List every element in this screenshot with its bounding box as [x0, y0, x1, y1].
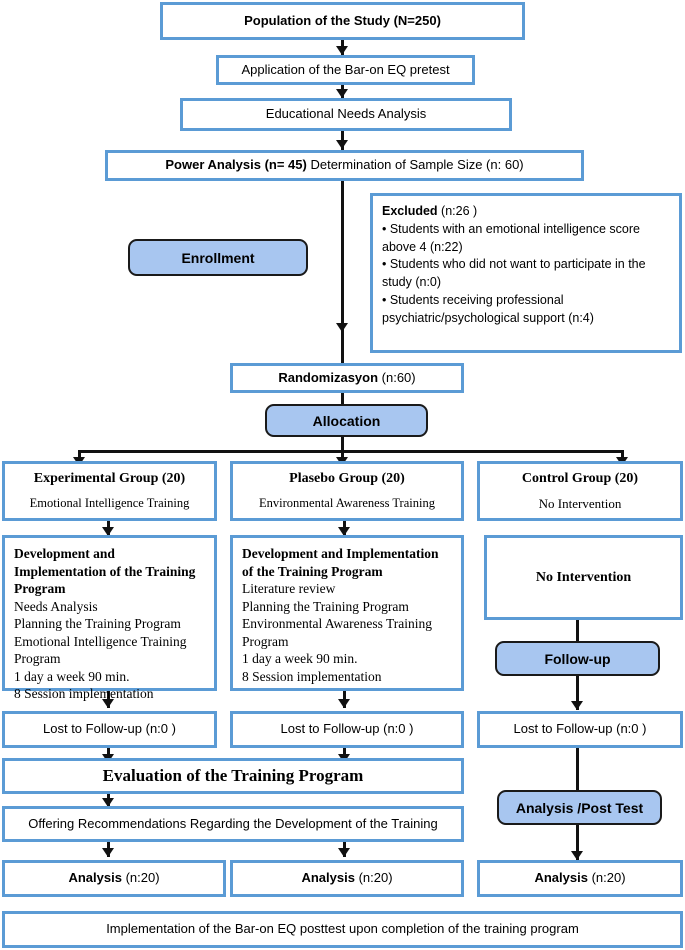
needs-analysis-label: Educational Needs Analysis: [265, 106, 427, 122]
group-placebo-title: Plasebo Group (20): [289, 470, 405, 486]
connector-lost3-to-posttest: [576, 748, 579, 790]
enrollment-label: Enrollment: [181, 249, 255, 266]
arrowhead-group1-to-program1: [102, 527, 114, 536]
box-power-analysis[interactable]: Power Analysis (n= 45) Determination of …: [105, 150, 584, 181]
group-control-subtitle: No Intervention: [538, 496, 622, 512]
program-experimental-content: Development and Implementation of the Tr…: [14, 545, 205, 703]
pill-analysis-posttest[interactable]: Analysis /Post Test: [497, 790, 662, 825]
no-intervention-label: No Intervention: [535, 569, 632, 585]
arrowhead-population-to-pretest: [336, 46, 348, 55]
program-placebo-line-3: Environmental Awareness Training Program: [242, 616, 432, 649]
analysis-posttest-label: Analysis /Post Test: [515, 799, 644, 816]
box-lost-followup-1[interactable]: Lost to Follow-up (n:0 ): [2, 711, 217, 748]
group-control-title: Control Group (20): [521, 470, 639, 486]
program-experimental-line-3: Emotional Intelligence Training Program: [14, 633, 187, 667]
group-experimental-title: Experimental Group (20): [33, 470, 186, 486]
pretest-label: Application of the Bar-on EQ pretest: [241, 61, 450, 77]
program-placebo-heading: Development and Implementation of the Tr…: [242, 546, 439, 579]
connector-allocation-down: [341, 437, 344, 451]
excluded-item-2: • Students who did not want to participa…: [382, 257, 646, 289]
evaluation-label: Evaluation of the Training Program: [102, 766, 364, 786]
arrowhead-program2-to-lost2: [338, 699, 350, 708]
pill-followup[interactable]: Follow-up: [495, 641, 660, 676]
program-experimental-line-4: 1 day a week 90 min.: [14, 668, 130, 684]
arrowhead-recommendations-to-analysis1: [102, 848, 114, 857]
arrowhead-posttest-to-analysis3: [571, 851, 583, 860]
arrowhead-power-to-randomization: [336, 323, 348, 332]
arrowhead-nointervention-to-lost3: [571, 701, 583, 710]
box-pretest[interactable]: Application of the Bar-on EQ pretest: [216, 55, 475, 85]
box-posttest-footer[interactable]: Implementation of the Bar-on EQ posttest…: [2, 911, 683, 948]
box-analysis-2[interactable]: Analysis (n:20): [230, 860, 464, 897]
population-label: Population of the Study (N=250): [244, 12, 441, 28]
excluded-content: Excluded (n:26 ) • Students with an emot…: [382, 203, 670, 327]
arrowhead-group2-to-program2: [338, 527, 350, 536]
group-placebo-subtitle: Environmental Awareness Training: [259, 496, 435, 511]
box-randomization[interactable]: Randomizasyon (n:60): [230, 363, 464, 393]
recommendations-label: Offering Recommendations Regarding the D…: [28, 815, 438, 831]
arrowhead-needs-to-power: [336, 140, 348, 149]
program-experimental-line-5: 8 Session implementation: [14, 686, 154, 702]
box-analysis-1[interactable]: Analysis (n:20): [2, 860, 226, 897]
posttest-footer-label: Implementation of the Bar-on EQ posttest…: [106, 921, 579, 937]
pill-enrollment[interactable]: Enrollment: [128, 239, 308, 276]
followup-label: Follow-up: [544, 650, 611, 667]
power-analysis-label: Power Analysis (n= 45) Determination of …: [165, 157, 524, 173]
program-placebo-line-1: Literature review: [242, 581, 336, 597]
arrowhead-evaluation-to-recommendations: [102, 798, 114, 807]
box-needs-analysis[interactable]: Educational Needs Analysis: [180, 98, 512, 131]
lost-followup-3-label: Lost to Follow-up (n:0 ): [513, 721, 647, 737]
analysis-2-label: Analysis (n:20): [301, 870, 393, 886]
box-group-control[interactable]: Control Group (20) No Intervention: [477, 461, 683, 521]
box-lost-followup-2[interactable]: Lost to Follow-up (n:0 ): [230, 711, 464, 748]
program-placebo-line-5: 8 Session implementation: [242, 668, 382, 684]
box-group-experimental[interactable]: Experimental Group (20) Emotional Intell…: [2, 461, 217, 521]
allocation-label: Allocation: [312, 412, 381, 429]
program-experimental-line-1: Needs Analysis: [14, 598, 98, 614]
box-evaluation[interactable]: Evaluation of the Training Program: [2, 758, 464, 794]
analysis-3-label: Analysis (n:20): [534, 870, 626, 886]
program-placebo-line-4: 1 day a week 90 min.: [242, 651, 358, 667]
box-group-placebo[interactable]: Plasebo Group (20) Environmental Awarene…: [230, 461, 464, 521]
excluded-heading: Excluded (n:26 ): [382, 204, 478, 218]
excluded-item-1: • Students with an emotional intelligenc…: [382, 221, 640, 254]
lost-followup-2-label: Lost to Follow-up (n:0 ): [280, 721, 414, 737]
box-recommendations[interactable]: Offering Recommendations Regarding the D…: [2, 806, 464, 842]
box-analysis-3[interactable]: Analysis (n:20): [477, 860, 683, 897]
lost-followup-1-label: Lost to Follow-up (n:0 ): [43, 721, 176, 737]
pill-allocation[interactable]: Allocation: [265, 404, 428, 437]
program-placebo-line-2: Planning the Training Program: [242, 598, 409, 614]
box-population[interactable]: Population of the Study (N=250): [160, 2, 525, 40]
arrowhead-program1-to-lost1: [102, 699, 114, 708]
connector-allocation-bus: [78, 450, 624, 453]
program-experimental-line-2: Planning the Training Program: [14, 616, 181, 632]
randomization-label: Randomizasyon (n:60): [278, 369, 416, 385]
program-placebo-content: Development and Implementation of the Tr…: [242, 545, 452, 685]
connector-power-to-randomization: [341, 181, 344, 363]
connector-randomization-to-allocation: [341, 393, 344, 405]
box-no-intervention[interactable]: No Intervention: [484, 535, 683, 620]
analysis-1-label: Analysis (n:20): [68, 870, 160, 886]
excluded-item-3: • Students receiving professional psychi…: [382, 292, 594, 325]
arrowhead-pretest-to-needs: [336, 89, 348, 98]
program-experimental-heading: Development and Implementation of the Tr…: [14, 546, 196, 597]
box-program-placebo[interactable]: Development and Implementation of the Tr…: [230, 535, 464, 691]
connector-posttest-to-analysis3: [576, 825, 579, 861]
group-experimental-subtitle: Emotional Intelligence Training: [29, 496, 190, 511]
arrowhead-recommendations-to-analysis2: [338, 848, 350, 857]
box-lost-followup-3[interactable]: Lost to Follow-up (n:0 ): [477, 711, 683, 748]
box-program-experimental[interactable]: Development and Implementation of the Tr…: [2, 535, 217, 701]
box-excluded[interactable]: Excluded (n:26 ) • Students with an emot…: [370, 193, 682, 353]
